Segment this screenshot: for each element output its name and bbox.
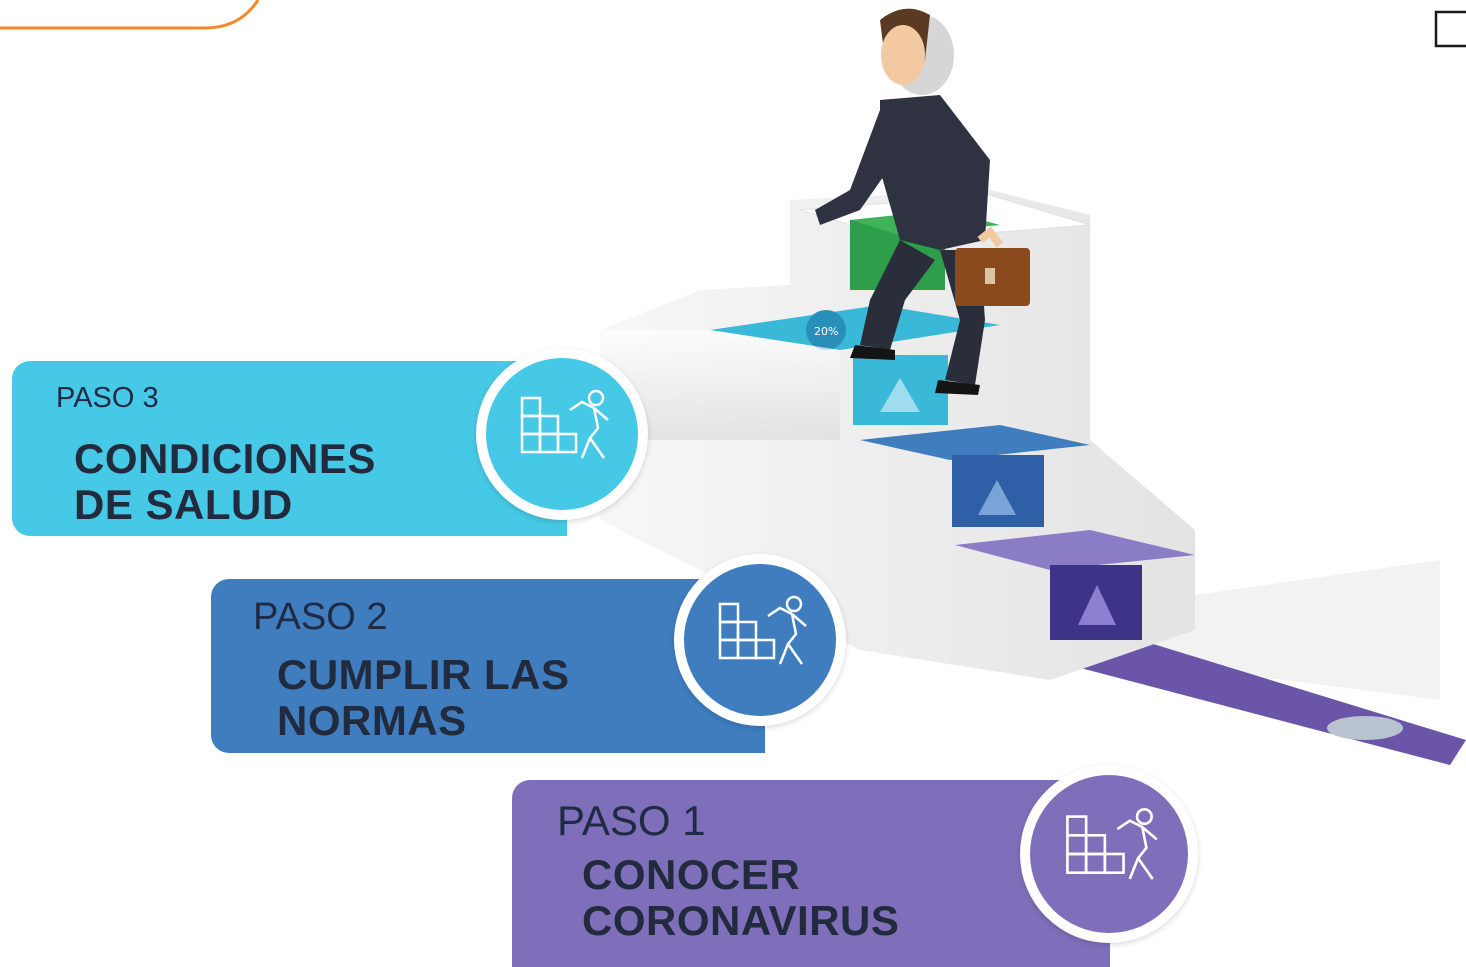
step-2-title-line-1: CUMPLIR LAS [277,651,570,698]
corner-arc-decoration [0,0,260,30]
svg-text:20%: 20% [814,325,838,338]
step-3-title-line-1: CONDICIONES [74,435,376,482]
step-3-title-line-2: DE SALUD [74,481,293,529]
step-1-title-line-1: CONOCER [582,851,801,898]
step-3-title: CONDICIONES DE SALUD [74,435,376,529]
step-2-title-line-2: NORMAS [277,697,467,745]
step-2-label: PASO 2 [253,596,388,638]
worker-blocks-icon [718,595,807,665]
worker-blocks-icon [520,389,609,459]
step-3-banner [12,361,567,536]
step-2-icon-badge [674,554,846,726]
step-3-icon-badge [476,348,648,520]
step-1-title-line-2: CORONAVIRUS [582,897,900,945]
step-1-banner [512,780,1110,967]
step-1-title: CONOCER CORONAVIRUS [582,851,900,945]
square-outline-icon [1434,10,1466,48]
businessman-figure [815,8,1030,395]
step-2-title: CUMPLIR LAS NORMAS [277,651,570,745]
step-1-icon-badge [1020,765,1198,943]
worker-blocks-icon [1066,808,1158,880]
step-3-label: PASO 3 [56,382,159,414]
step-1-label: PASO 1 [557,797,706,844]
step-2-banner [211,579,765,753]
